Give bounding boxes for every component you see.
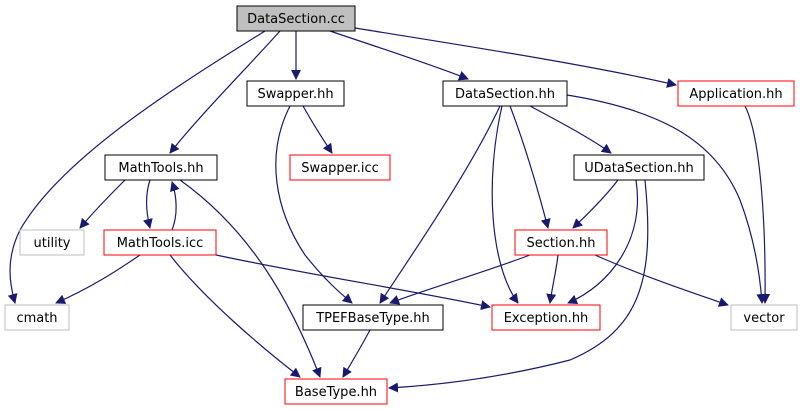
node-vector: vector [730,304,798,331]
edge-tpefbasetype-hh-to-basetype-hh [342,329,371,378]
node-application-hh[interactable]: Application.hh [677,80,795,107]
node-label: DataSection.cc [247,12,345,27]
node-mathtools-hh[interactable]: MathTools.hh [104,154,218,181]
node-label: MathTools.hh [118,161,203,176]
node-box [302,304,444,331]
edge-section-hh-to-exception-hh [546,254,559,304]
node-box [246,80,345,107]
edge-datasection-hh-to-tpefbasetype-hh [379,105,501,304]
node-label: Swapper.icc [301,161,379,176]
node-label: BaseType.hh [295,385,377,400]
edge-udatasection-hh-to-exception-hh [567,179,638,305]
node-datasection-cc[interactable]: DataSection.cc [236,5,356,32]
node-box [573,154,705,181]
edge-datasection-cc-to-datasection-hh [329,30,469,81]
edge-datasection-hh-to-exception-hh [491,105,519,304]
node-box [730,304,798,331]
node-box [236,5,356,32]
edge-datasection-cc-to-cmath [7,30,266,304]
edge-swapper-hh-to-tpefbasetype-hh [275,105,353,304]
node-cmath: cmath [4,304,70,331]
node-box [4,304,70,331]
node-tpefbasetype-hh[interactable]: TPEFBaseType.hh [302,304,444,331]
node-box [19,229,85,256]
node-label: DataSection.hh [455,87,555,102]
edge-mathtools-icc-to-mathtools-hh [170,181,180,231]
edge-mathtools-hh-to-utility [79,179,126,229]
node-box [103,229,217,256]
edge-datasection-cc-to-mathtools-hh [169,30,281,154]
edge-mathtools-icc-to-cmath [55,254,141,304]
node-label: cmath [16,311,57,326]
node-mathtools-icc[interactable]: MathTools.icc [103,229,217,256]
node-swapper-hh[interactable]: Swapper.hh [246,80,345,107]
node-box [289,154,391,181]
node-box [284,378,388,405]
edge-swapper-hh-to-swapper-icc [302,105,333,154]
edge-mathtools-hh-to-basetype-hh [179,179,322,378]
node-box [104,154,218,181]
node-label: TPEFBaseType.hh [315,311,430,326]
edge-mathtools-icc-to-basetype-hh [169,254,301,378]
node-label: Swapper.hh [257,87,333,102]
node-section-hh[interactable]: Section.hh [514,229,608,256]
edge-udatasection-hh-to-basetype-hh [388,179,649,393]
node-basetype-hh[interactable]: BaseType.hh [284,378,388,405]
node-box [514,229,608,256]
node-label: Exception.hh [504,311,589,326]
edge-mathtools-hh-to-mathtools-icc [142,179,153,229]
node-label: vector [743,311,785,326]
edge-datasection-hh-to-section-hh [509,105,551,229]
edge-datasection-hh-to-vector [566,94,767,304]
node-label: utility [34,236,71,251]
node-box [442,80,568,107]
node-utility: utility [19,229,85,256]
node-box [677,80,795,107]
edge-section-hh-to-vector [594,254,729,307]
edge-datasection-hh-to-udatasection-hh [529,105,612,154]
node-label: Application.hh [689,87,782,102]
node-label: Section.hh [527,236,596,251]
node-label: MathTools.icc [117,236,204,251]
node-label: UDataSection.hh [584,161,693,176]
edge-application-hh-to-vector [744,105,771,304]
edge-datasection-cc-to-application-hh [354,27,677,88]
node-box [491,304,601,331]
node-exception-hh[interactable]: Exception.hh [491,304,601,331]
edge-mathtools-icc-to-exception-hh [215,254,491,311]
node-swapper-icc[interactable]: Swapper.icc [289,154,391,181]
edge-udatasection-hh-to-section-hh [572,179,619,229]
node-udatasection-hh[interactable]: UDataSection.hh [573,154,705,181]
edge-layer [7,27,771,393]
node-datasection-hh[interactable]: DataSection.hh [442,80,568,107]
edge-section-hh-to-tpefbasetype-hh [389,254,531,305]
